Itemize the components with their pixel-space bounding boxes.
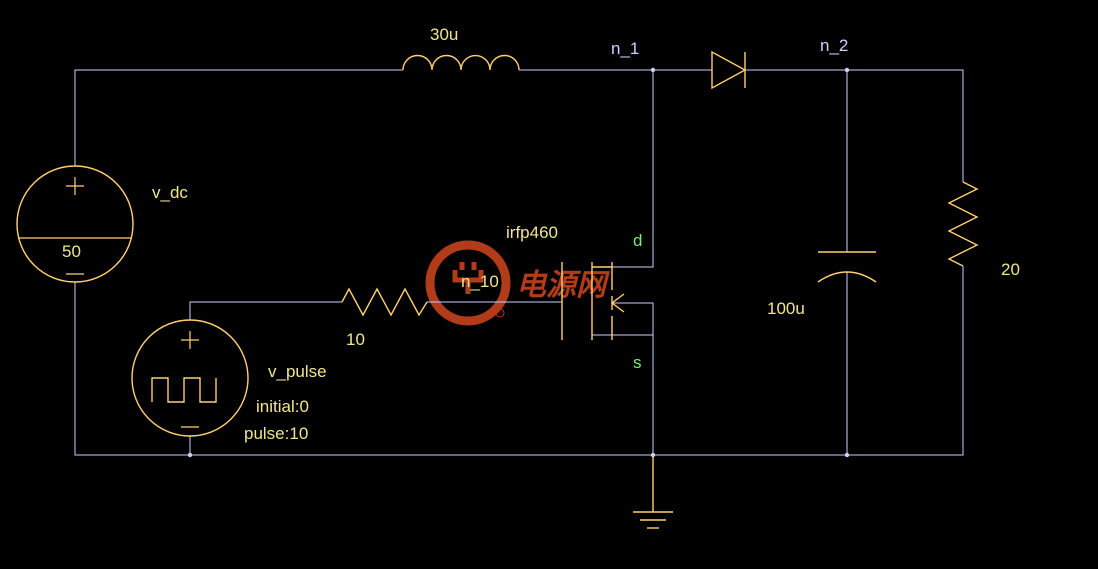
vdc-value: 50 bbox=[62, 242, 81, 261]
square-wave-icon bbox=[151, 377, 217, 403]
plus-icon bbox=[181, 331, 199, 349]
inductor-value: 30u bbox=[430, 25, 458, 44]
dc-voltage-source[interactable]: 50 v_dc bbox=[16, 165, 188, 283]
junction-dot bbox=[844, 67, 850, 73]
source-pin-label: s bbox=[633, 353, 642, 372]
vpulse-pulse: pulse:10 bbox=[244, 424, 308, 443]
gate-resistor[interactable]: 10 bbox=[341, 287, 428, 349]
plug-logo-icon bbox=[425, 240, 511, 326]
junction-dot bbox=[650, 67, 656, 73]
drain-pin-label: d bbox=[633, 231, 642, 250]
watermark-text: 电源网 bbox=[516, 268, 610, 303]
load-resistor-value: 20 bbox=[1001, 260, 1020, 279]
arrow-icon bbox=[610, 293, 625, 313]
watermark-logo: 电源网 bbox=[425, 240, 610, 326]
junction-dot bbox=[187, 452, 193, 458]
mosfet-model: irfp460 bbox=[506, 223, 558, 242]
vpulse-name: v_pulse bbox=[268, 362, 327, 381]
pulse-voltage-source[interactable]: v_pulse initial:0 pulse:10 bbox=[131, 319, 327, 443]
junction-dot bbox=[844, 452, 850, 458]
capacitor[interactable]: 100u bbox=[767, 251, 877, 318]
node-label-n2: n_2 bbox=[820, 36, 848, 55]
wires bbox=[74, 69, 964, 456]
inductor[interactable]: 30u bbox=[402, 25, 520, 71]
gate-resistor-value: 10 bbox=[346, 330, 365, 349]
node-label-n10: n_10 bbox=[461, 272, 499, 291]
node-label-n1: n_1 bbox=[611, 39, 639, 58]
ground-symbol[interactable] bbox=[633, 455, 673, 529]
diode[interactable] bbox=[711, 50, 747, 90]
plus-icon bbox=[66, 177, 84, 195]
mosfet[interactable]: irfp460 d s bbox=[506, 223, 642, 372]
vdc-name: v_dc bbox=[152, 183, 188, 202]
load-resistor[interactable]: 20 bbox=[947, 181, 1020, 279]
vpulse-initial: initial:0 bbox=[256, 397, 309, 416]
capacitor-value: 100u bbox=[767, 299, 805, 318]
